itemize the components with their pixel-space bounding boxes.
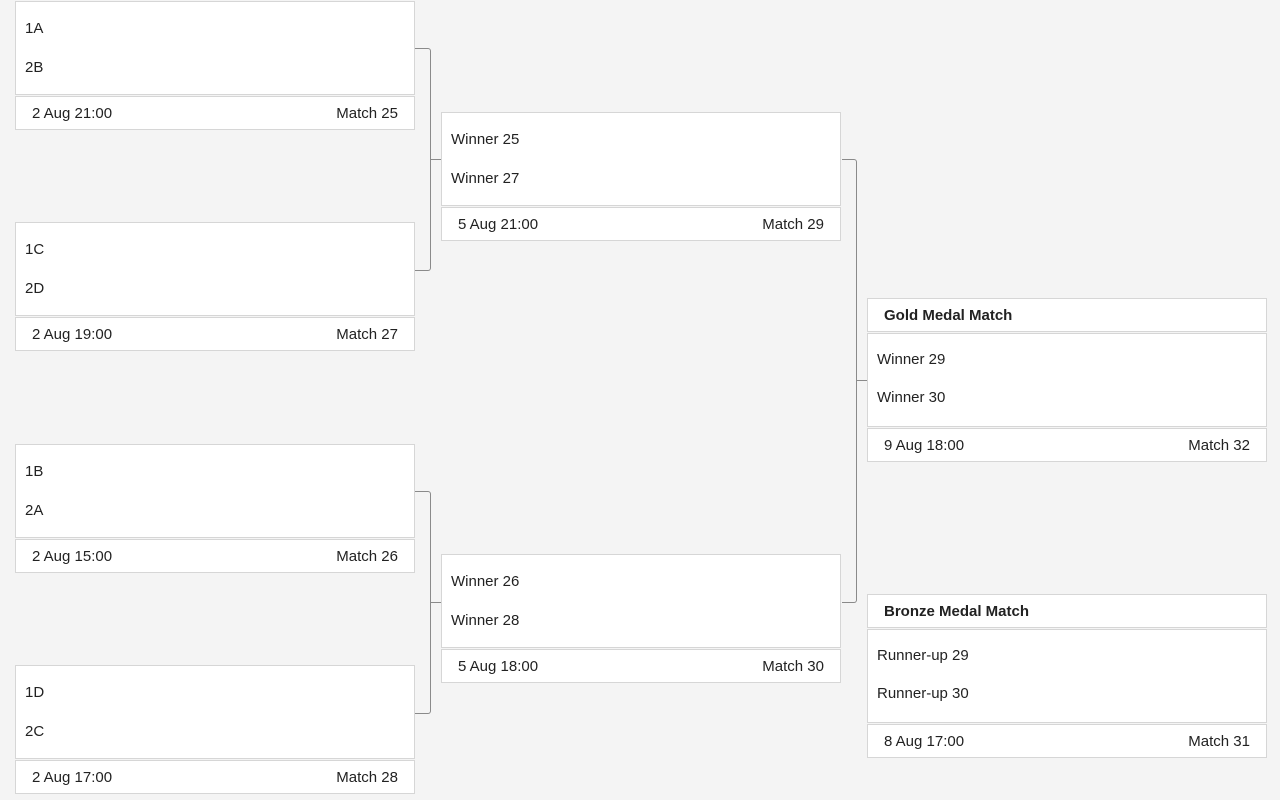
- match-date: 5 Aug 21:00: [458, 215, 539, 233]
- bracket-stub-sf-top: [431, 159, 441, 160]
- gold-medal-title: Gold Medal Match: [867, 298, 1267, 332]
- bronze-medal-title: Bronze Medal Match: [867, 594, 1267, 628]
- team-name: 1D: [25, 684, 45, 701]
- match-teams: 1B 2A: [15, 444, 415, 538]
- match-info: 5 Aug 18:00 Match 30: [441, 649, 841, 683]
- team-name: Winner 29: [877, 351, 946, 368]
- match-number: Match 28: [336, 768, 398, 786]
- team-name: 2A: [25, 502, 44, 519]
- match-teams: 1A 2B: [15, 1, 415, 95]
- team-name: Runner-up 30: [877, 685, 969, 702]
- match-teams: Winner 25 Winner 27: [441, 112, 841, 206]
- match-number: Match 26: [336, 547, 398, 565]
- match-date: 2 Aug 19:00: [32, 325, 113, 343]
- team-name: 1A: [25, 20, 44, 37]
- match-number: Match 32: [1188, 436, 1250, 454]
- match-date: 2 Aug 15:00: [32, 547, 113, 565]
- match-date: 5 Aug 18:00: [458, 657, 539, 675]
- match-teams: Runner-up 29 Runner-up 30: [867, 629, 1267, 723]
- match-info: 2 Aug 15:00 Match 26: [15, 539, 415, 573]
- match-info: 8 Aug 17:00 Match 31: [867, 724, 1267, 758]
- match-card-32-gold[interactable]: Gold Medal Match Winner 29 Winner 30 9 A…: [867, 298, 1267, 462]
- bracket-connector-qf-bottom: [415, 491, 431, 714]
- match-date: 8 Aug 17:00: [884, 732, 965, 750]
- match-info: 2 Aug 19:00 Match 27: [15, 317, 415, 351]
- match-teams: 1D 2C: [15, 665, 415, 759]
- match-info: 2 Aug 17:00 Match 28: [15, 760, 415, 794]
- team-name: Winner 26: [451, 573, 520, 590]
- match-teams: Winner 29 Winner 30: [867, 333, 1267, 427]
- team-name: Winner 25: [451, 131, 520, 148]
- match-card-29[interactable]: Winner 25 Winner 27 5 Aug 21:00 Match 29: [441, 112, 841, 241]
- bracket-connector-qf-top: [415, 48, 431, 271]
- team-name: Winner 28: [451, 612, 520, 629]
- match-number: Match 31: [1188, 732, 1250, 750]
- team-name: 2D: [25, 280, 45, 297]
- team-name: 1C: [25, 241, 45, 258]
- match-card-30[interactable]: Winner 26 Winner 28 5 Aug 18:00 Match 30: [441, 554, 841, 683]
- match-number: Match 25: [336, 104, 398, 122]
- match-card-31-bronze[interactable]: Bronze Medal Match Runner-up 29 Runner-u…: [867, 594, 1267, 758]
- match-card-28[interactable]: 1D 2C 2 Aug 17:00 Match 28: [15, 665, 415, 794]
- match-number: Match 29: [762, 215, 824, 233]
- bracket-connector-sf: [842, 159, 857, 603]
- bracket-stub-final: [857, 380, 868, 381]
- team-name: 2C: [25, 723, 45, 740]
- match-card-26[interactable]: 1B 2A 2 Aug 15:00 Match 26: [15, 444, 415, 573]
- team-name: Winner 27: [451, 170, 520, 187]
- match-card-27[interactable]: 1C 2D 2 Aug 19:00 Match 27: [15, 222, 415, 351]
- match-number: Match 30: [762, 657, 824, 675]
- match-teams: Winner 26 Winner 28: [441, 554, 841, 648]
- match-number: Match 27: [336, 325, 398, 343]
- team-name: Runner-up 29: [877, 647, 969, 664]
- match-info: 9 Aug 18:00 Match 32: [867, 428, 1267, 462]
- bracket-stub-sf-bottom: [431, 602, 441, 603]
- team-name: 1B: [25, 463, 44, 480]
- team-name: Winner 30: [877, 389, 946, 406]
- match-date: 9 Aug 18:00: [884, 436, 965, 454]
- team-name: 2B: [25, 59, 44, 76]
- match-info: 5 Aug 21:00 Match 29: [441, 207, 841, 241]
- match-info: 2 Aug 21:00 Match 25: [15, 96, 415, 130]
- match-card-25[interactable]: 1A 2B 2 Aug 21:00 Match 25: [15, 1, 415, 130]
- match-date: 2 Aug 17:00: [32, 768, 113, 786]
- match-date: 2 Aug 21:00: [32, 104, 113, 122]
- match-teams: 1C 2D: [15, 222, 415, 316]
